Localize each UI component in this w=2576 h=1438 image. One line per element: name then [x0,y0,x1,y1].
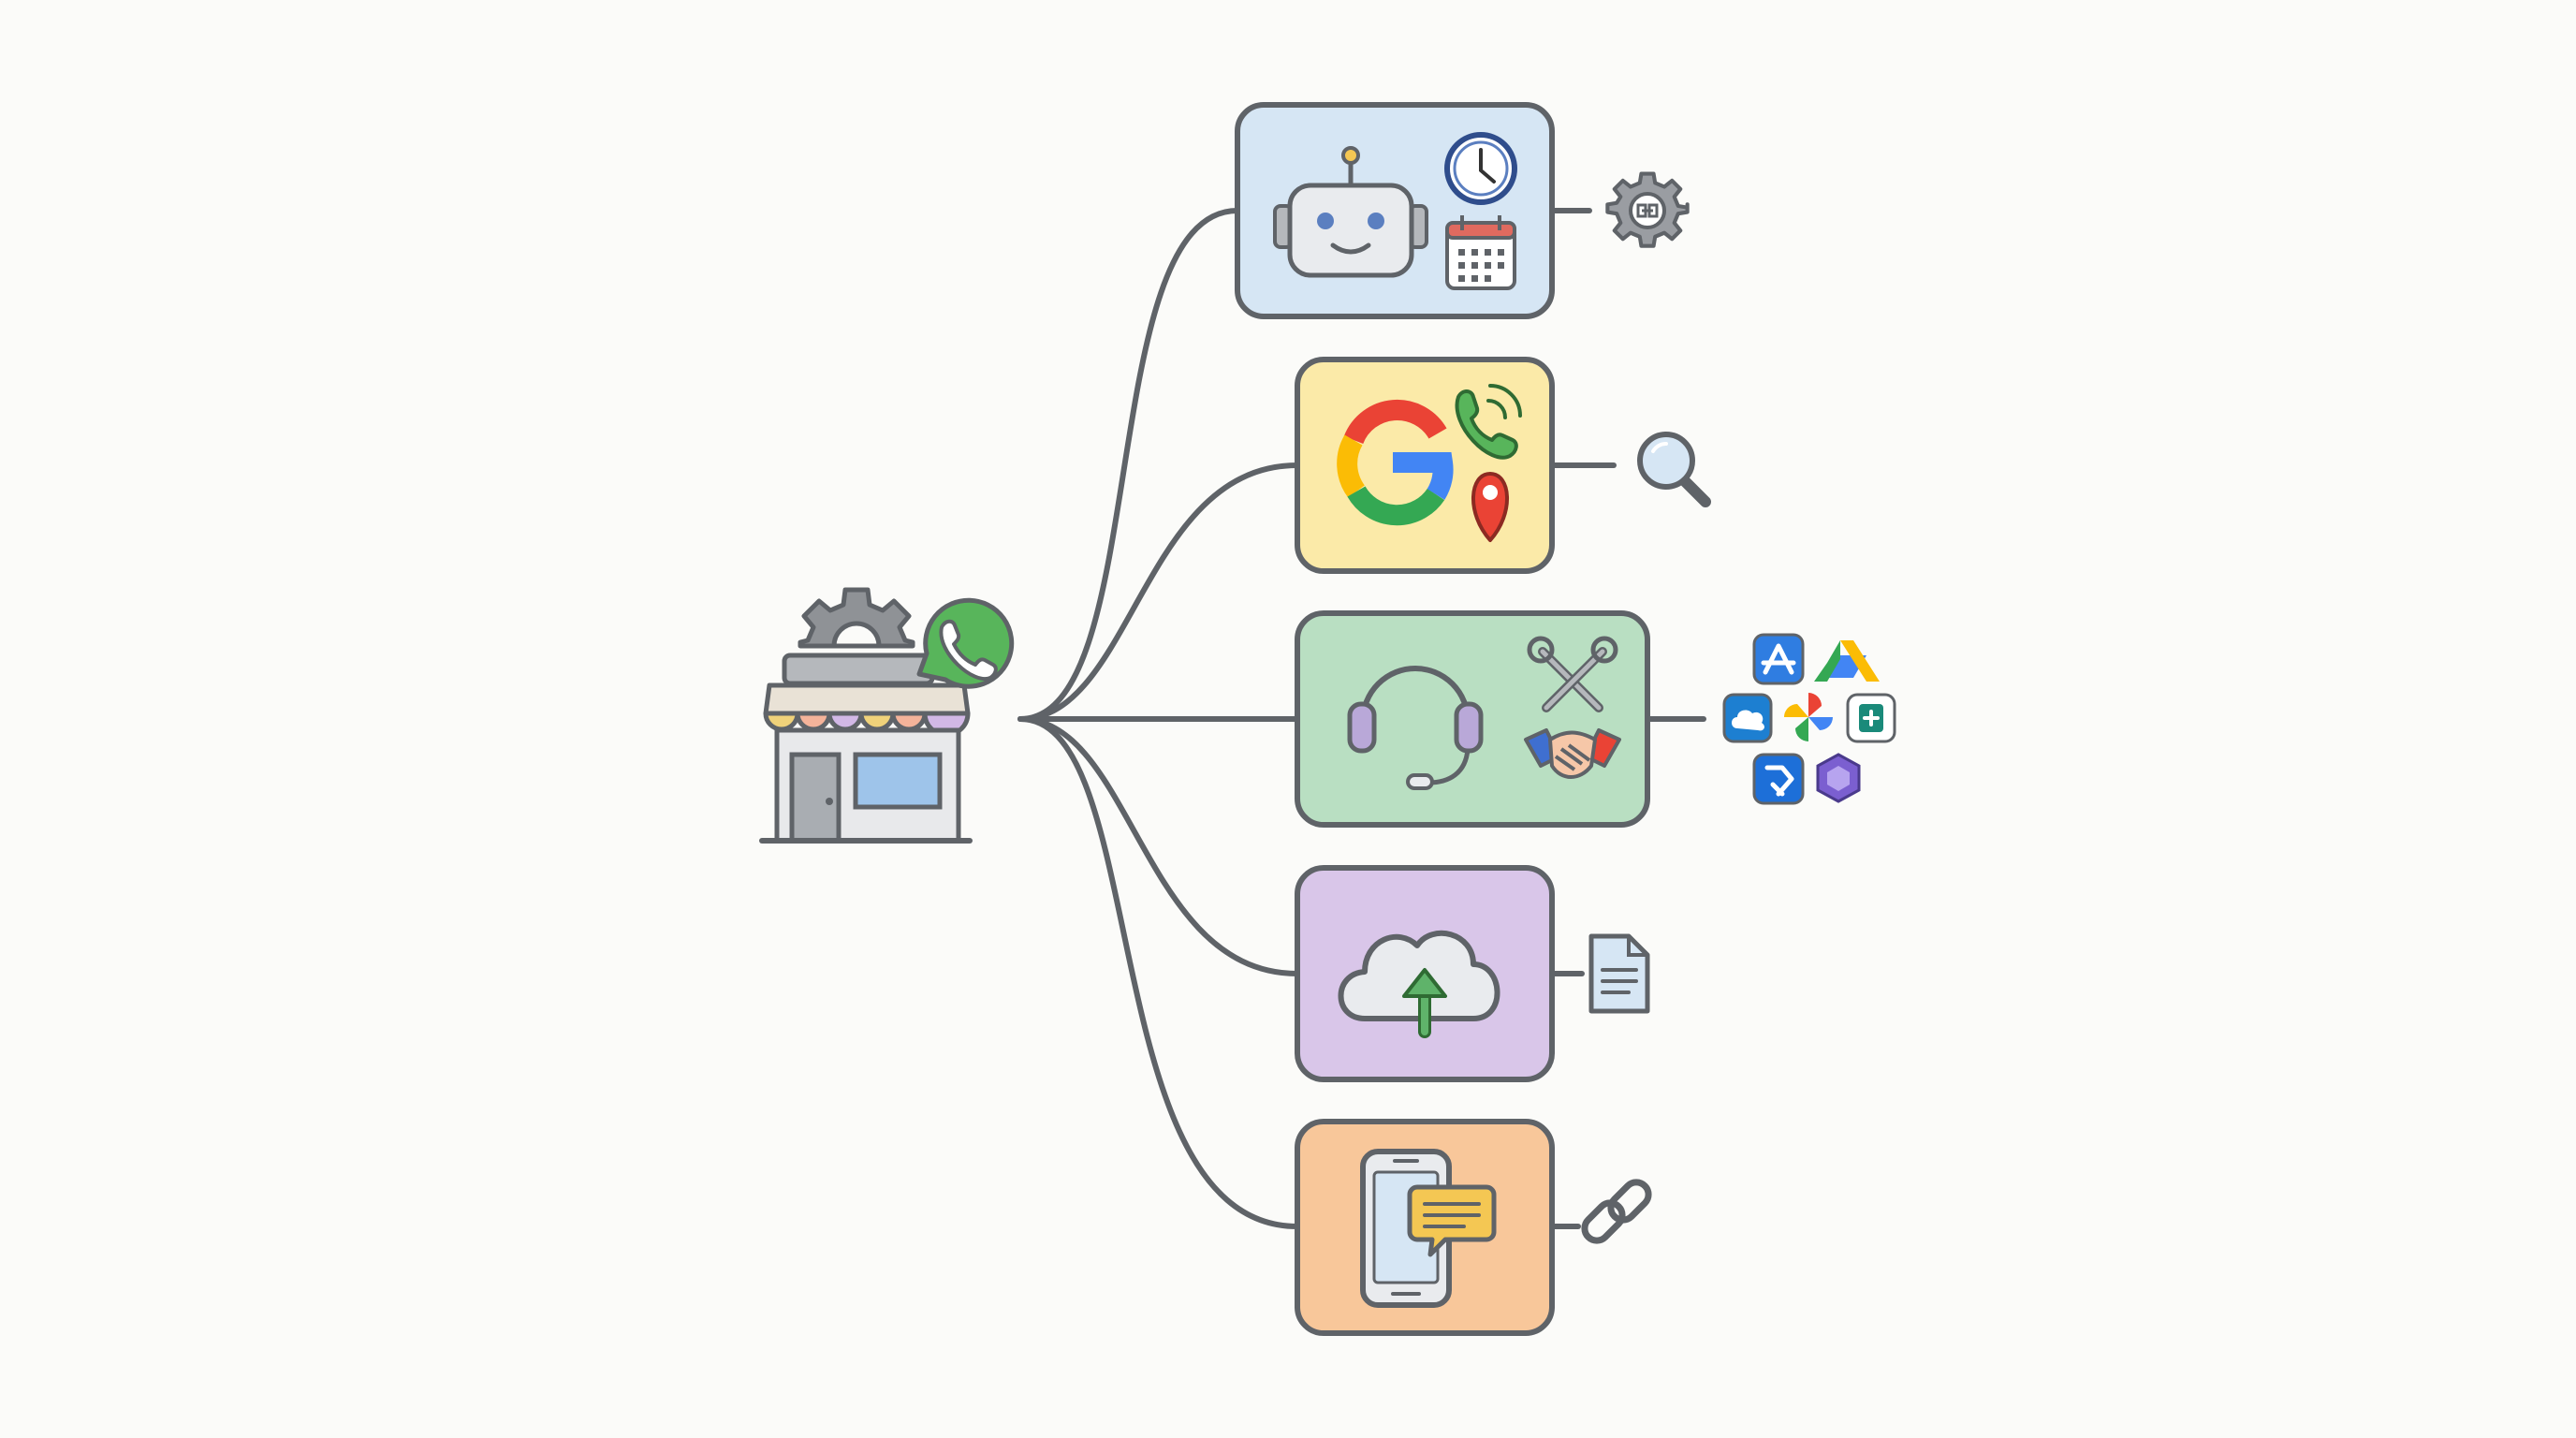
robot-icon [1273,146,1428,278]
whatsapp-icon [916,597,1015,689]
tools-icon [1527,636,1618,712]
salesforce-cloud-icon [1722,693,1773,743]
connectors [1017,208,1706,1229]
google-g-icon [1337,399,1454,526]
hexagon-app-icon [1816,753,1861,803]
connector-search [1017,462,1300,722]
calendar-icon [1445,215,1516,290]
document-icon [1588,933,1650,1014]
clock-icon [1444,132,1517,205]
jira-icon [1752,753,1805,805]
settings-gear-icon [1605,171,1690,248]
hub-storefront [759,587,1015,844]
store-awning [763,682,971,738]
app-grid [1722,633,1896,805]
link-icon [1581,1179,1652,1244]
branch-search [1295,357,1711,574]
handshake-icon [1524,728,1621,779]
connector-automation [1017,208,1240,722]
connector-messaging [1017,716,1300,1229]
chat-bubble-icon [1407,1184,1497,1257]
branch-automation [1235,102,1690,319]
branch-upload [1295,865,1650,1082]
plus-app-icon [1846,693,1896,743]
google-drive-icon [1814,640,1880,682]
connector-upload [1017,716,1300,976]
gear-icon [798,587,915,649]
magnifier-icon [1637,432,1711,507]
google-photos-icon [1784,693,1833,741]
store-window [853,752,943,810]
branch-messaging [1295,1119,1652,1336]
cloud-upload-icon [1338,930,1500,1038]
store-door [789,752,842,844]
store-roof [782,653,935,686]
map-pin-icon [1471,472,1509,542]
phone-call-icon [1455,384,1522,460]
app-store-icon [1752,633,1805,685]
branch-support [1295,610,1896,828]
headset-icon [1347,666,1484,790]
